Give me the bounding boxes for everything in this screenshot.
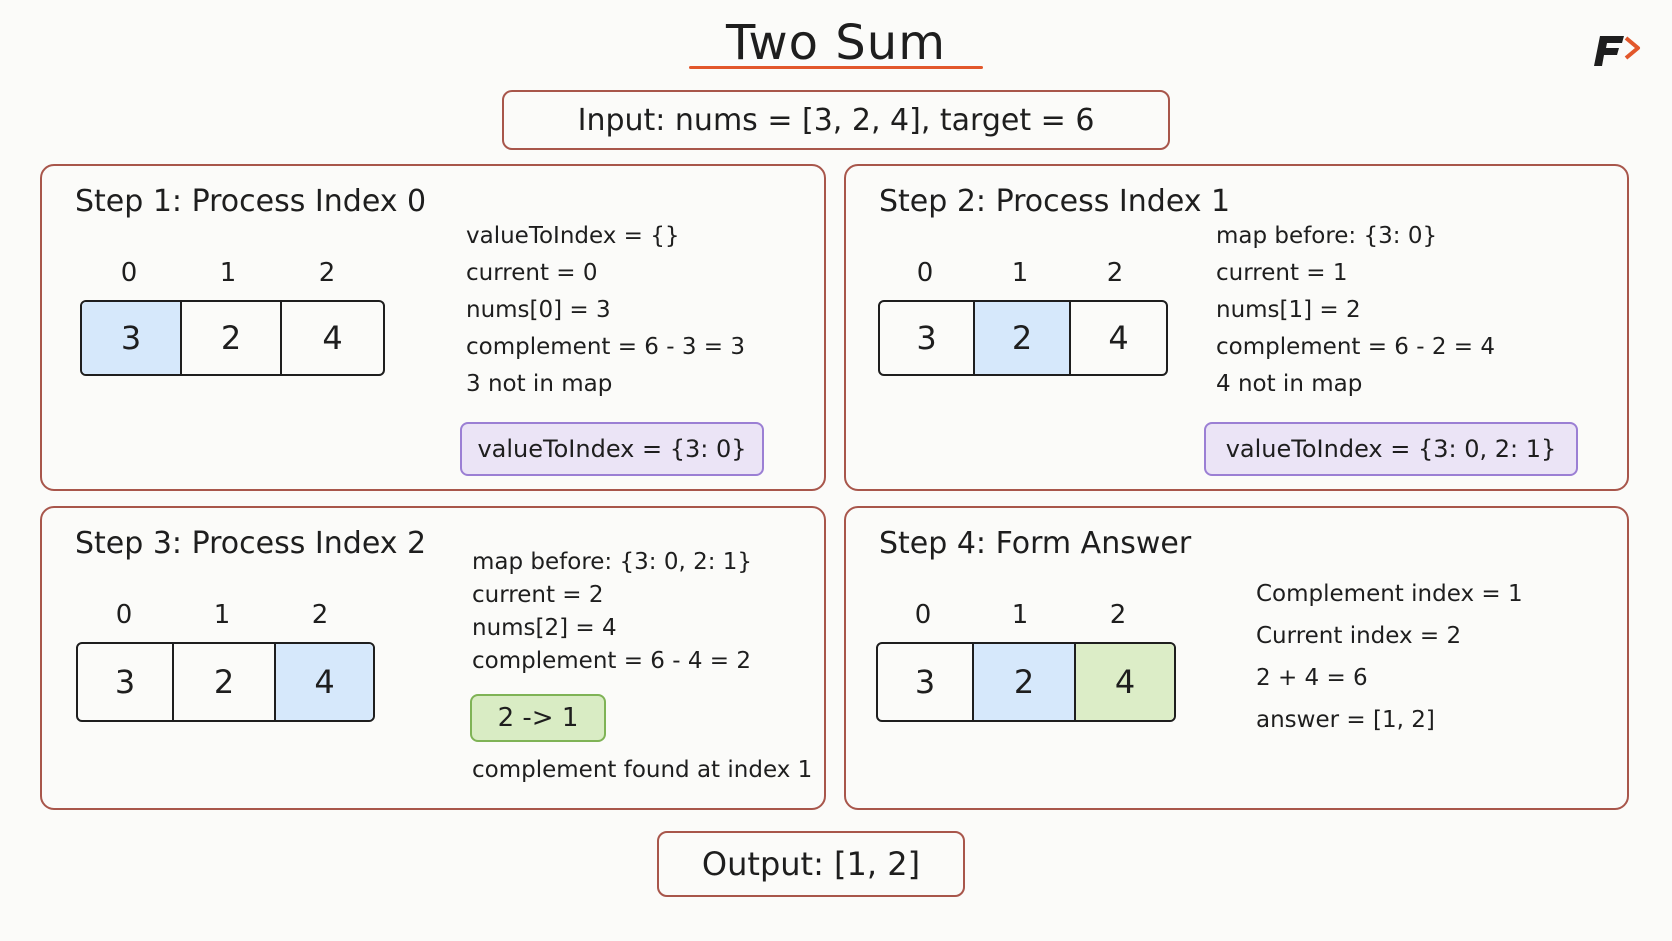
index-label: 0	[115, 600, 133, 630]
detail-line: complement = 6 - 2 = 4	[1216, 334, 1496, 360]
detail-line: nums[2] = 4	[472, 615, 617, 641]
detail-line: valueToIndex = {}	[466, 223, 680, 249]
array-cell: 2	[174, 644, 276, 720]
step-details: valueToIndex = {} current = 0 nums[0] = …	[466, 218, 745, 403]
step-details: map before: {3: 0} current = 1 nums[1] =…	[1216, 218, 1495, 403]
detail-line: current = 0	[466, 260, 598, 286]
array-cell-complement: 2	[974, 644, 1076, 720]
step-details: Complement index = 1 Current index = 2 2…	[1256, 573, 1523, 741]
array-cell: 3	[78, 644, 174, 720]
index-label: 0	[916, 258, 934, 288]
input-box: Input: nums = [3, 2, 4], target = 6	[502, 90, 1170, 150]
detail-line: nums[0] = 3	[466, 297, 611, 323]
detail-line: Current index = 2	[1256, 623, 1462, 649]
found-message: complement found at index 1	[472, 757, 813, 783]
array-box: 3 2 4	[876, 642, 1176, 722]
detail-line: Complement index = 1	[1256, 581, 1523, 607]
step-title: Step 2: Process Index 1	[879, 184, 1231, 219]
map-state-badge: valueToIndex = {3: 0, 2: 1}	[1204, 422, 1578, 476]
array-cell: 3	[878, 644, 974, 720]
step-4-panel: Step 4: Form Answer 0 1 2 3 2 4 Compleme…	[844, 506, 1629, 810]
index-label: 1	[219, 258, 237, 288]
array-cell-current: 4	[1076, 644, 1174, 720]
array-cell: 4	[322, 319, 343, 357]
index-label: 2	[1106, 258, 1124, 288]
detail-line: map before: {3: 0}	[1216, 223, 1438, 249]
array-cell: 4	[1108, 319, 1129, 357]
detail-line: current = 2	[472, 582, 604, 608]
index-labels: 0 1 2	[76, 600, 368, 630]
step-1-panel: Step 1: Process Index 0 0 1 2 3 2 4 valu…	[40, 164, 826, 491]
detail-line: current = 1	[1216, 260, 1348, 286]
array-box: 3 2 4	[76, 642, 375, 722]
detail-line: map before: {3: 0, 2: 1}	[472, 549, 753, 575]
index-label: 2	[318, 258, 336, 288]
array-cell: 3	[880, 302, 975, 374]
index-labels: 0 1 2	[80, 258, 376, 288]
index-label: 1	[1011, 600, 1029, 630]
step-title: Step 1: Process Index 0	[75, 184, 427, 219]
detail-line: 4 not in map	[1216, 371, 1363, 397]
detail-line: 2 + 4 = 6	[1256, 665, 1368, 691]
array-cell-current: 3	[82, 302, 182, 374]
step-title: Step 4: Form Answer	[879, 526, 1192, 561]
index-label: 0	[120, 258, 138, 288]
index-label: 2	[311, 600, 329, 630]
map-state-badge: valueToIndex = {3: 0}	[460, 422, 764, 476]
detail-line: answer = [1, 2]	[1256, 707, 1435, 733]
step-3-panel: Step 3: Process Index 2 0 1 2 3 2 4 map …	[40, 506, 826, 810]
page-title: Two Sum	[726, 15, 946, 71]
brand-logo-icon	[1594, 36, 1640, 66]
index-label: 0	[914, 600, 932, 630]
detail-line: complement = 6 - 3 = 3	[466, 334, 746, 360]
detail-line: nums[1] = 2	[1216, 297, 1361, 323]
index-label: 2	[1109, 600, 1127, 630]
array-box: 3 2 4	[80, 300, 385, 376]
array-box: 3 2 4	[878, 300, 1168, 376]
detail-line: 3 not in map	[466, 371, 613, 397]
detail-line: complement = 6 - 4 = 2	[472, 648, 752, 674]
array-cell-current: 2	[975, 302, 1071, 374]
array-cell: 2	[182, 302, 282, 374]
index-labels: 0 1 2	[878, 258, 1162, 288]
step-details: map before: {3: 0, 2: 1} current = 2 num…	[472, 546, 752, 678]
index-label: 1	[1011, 258, 1029, 288]
found-pair-badge: 2 -> 1	[470, 694, 606, 742]
index-label: 1	[213, 600, 231, 630]
array-cell-current: 4	[276, 644, 373, 720]
title-underline	[689, 66, 983, 69]
step-title: Step 3: Process Index 2	[75, 526, 427, 561]
step-2-panel: Step 2: Process Index 1 0 1 2 3 2 4 map …	[844, 164, 1629, 491]
output-box: Output: [1, 2]	[657, 831, 965, 897]
index-labels: 0 1 2	[876, 600, 1166, 630]
